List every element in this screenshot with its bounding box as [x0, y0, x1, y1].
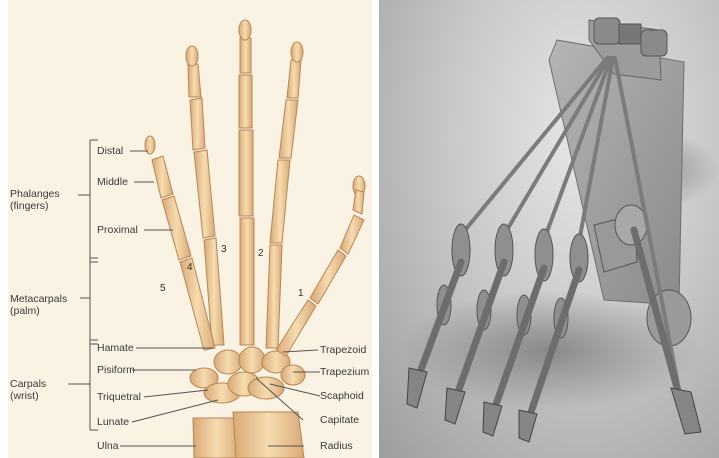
digit-number-1: 1 — [298, 288, 304, 299]
label-scaphoid: Scaphoid — [320, 390, 364, 402]
digit-number-5: 5 — [160, 283, 166, 294]
label-lunate: Lunate — [97, 416, 129, 428]
cad-model-drawing — [379, 0, 719, 458]
hand-cad-model-render — [379, 0, 719, 458]
digit-number-4: 4 — [187, 262, 193, 273]
hand-bones-drawing — [8, 0, 372, 458]
label-ulna: Ulna — [97, 440, 119, 452]
digit-number-2: 2 — [258, 248, 264, 259]
label-capitate: Capitate — [320, 414, 359, 426]
label-trapezoid: Trapezoid — [320, 344, 366, 356]
label-pisiform: Pisiform — [97, 364, 135, 376]
digit-number-3: 3 — [221, 244, 227, 255]
label-middle: Middle — [97, 176, 128, 188]
group-label-carpals: Carpals (wrist) — [10, 378, 46, 402]
group-label-phalanges: Phalanges (fingers) — [10, 188, 60, 212]
hand-anatomy-illustration: Phalanges (fingers) Metacarpals (palm) C… — [8, 0, 372, 458]
label-distal: Distal — [97, 145, 123, 157]
label-proximal: Proximal — [97, 224, 138, 236]
label-trapezium: Trapezium — [320, 366, 369, 378]
label-radius: Radius — [320, 440, 353, 452]
label-hamate: Hamate — [97, 342, 134, 354]
group-label-metacarpals: Metacarpals (palm) — [10, 293, 67, 317]
label-triquetral: Triquetral — [97, 391, 141, 403]
